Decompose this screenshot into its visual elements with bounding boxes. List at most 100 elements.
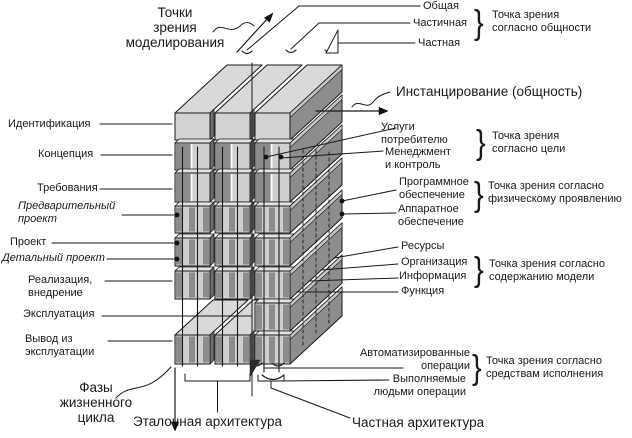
cube-face bbox=[269, 239, 275, 265]
modeling-views-axis-label: Точки зрения моделирования bbox=[125, 5, 225, 50]
cube-top-sliver bbox=[254, 266, 295, 272]
cube-face bbox=[216, 207, 222, 232]
genericity-generic-label: Общая bbox=[423, 0, 459, 12]
cube-face bbox=[216, 336, 222, 363]
cube-side-sliver bbox=[209, 201, 215, 234]
cube-face bbox=[243, 239, 249, 265]
cube-face bbox=[190, 144, 193, 169]
phase-implementation-label: Реализация, внедрение bbox=[28, 274, 93, 299]
diagram-line bbox=[241, 50, 253, 55]
diagram-line bbox=[290, 22, 411, 50]
cube-face bbox=[176, 144, 191, 169]
cube-face bbox=[203, 207, 209, 232]
customer-service-label: Услуги потребителю bbox=[381, 121, 448, 146]
cube-face bbox=[203, 239, 209, 265]
cube-side-sliver bbox=[209, 138, 215, 171]
cube-face bbox=[174, 112, 211, 141]
lifecycle-axis-label: Фазы жизненного цикла bbox=[59, 380, 133, 425]
genericity-partial-label: Частичная bbox=[413, 17, 468, 29]
cube-top-sliver bbox=[174, 266, 215, 272]
cube-face bbox=[256, 304, 262, 330]
cube-top-sliver bbox=[214, 201, 255, 207]
cube-top-sliver bbox=[254, 138, 295, 144]
cube-top-sliver bbox=[174, 168, 215, 174]
diagram-line bbox=[333, 246, 399, 259]
arrow-head bbox=[264, 12, 274, 23]
cube-face bbox=[203, 272, 209, 298]
purpose-brace: } bbox=[476, 124, 486, 163]
information-label: Информация bbox=[399, 270, 467, 282]
cube-face bbox=[269, 336, 275, 363]
flag-triangle bbox=[325, 29, 339, 54]
diagram-line bbox=[261, 374, 285, 381]
instantiation-axis-label: Инстанцирование (общность) bbox=[396, 84, 583, 99]
cube-face bbox=[243, 336, 249, 363]
cube-face bbox=[254, 112, 291, 141]
cube-face bbox=[176, 336, 182, 363]
diagram-line bbox=[184, 373, 251, 382]
diagram-line bbox=[270, 387, 351, 419]
diagram-line bbox=[320, 263, 399, 271]
phase-detailed-design-label: Детальный проект bbox=[2, 252, 105, 264]
phase-design-label: Проект bbox=[10, 236, 47, 248]
cube-face bbox=[216, 272, 222, 298]
phase-requirements-label: Требования bbox=[37, 182, 98, 194]
execution-brace: } bbox=[472, 349, 482, 388]
cube-face bbox=[269, 207, 275, 232]
cube-face bbox=[214, 112, 251, 141]
cube-face bbox=[283, 239, 289, 265]
cube-face bbox=[269, 304, 275, 330]
connector-dot bbox=[278, 154, 284, 160]
cube-face bbox=[270, 174, 273, 201]
cube-face bbox=[256, 144, 271, 169]
cube-face bbox=[243, 207, 249, 232]
diagram-line bbox=[308, 277, 399, 282]
cube-top-sliver bbox=[254, 201, 295, 207]
phase-concept-label: Концепция bbox=[38, 148, 94, 160]
cube-face bbox=[256, 207, 262, 232]
physical-brace: } bbox=[474, 176, 484, 215]
genericity-particular-label: Частная bbox=[418, 37, 461, 49]
cube-face bbox=[176, 174, 191, 201]
cube-face bbox=[190, 174, 193, 201]
particular-architecture-label: Частная архитектура bbox=[352, 415, 485, 430]
cube-face bbox=[283, 304, 289, 330]
diagram-line bbox=[115, 366, 172, 399]
cube-face bbox=[283, 272, 289, 298]
cube-top-sliver bbox=[174, 201, 215, 207]
cube-face bbox=[256, 336, 262, 363]
cube-face bbox=[203, 336, 209, 363]
purpose-note: Точка зрения согласно цели bbox=[492, 130, 566, 155]
diagram-line bbox=[212, 22, 255, 33]
connector-dot bbox=[339, 211, 345, 217]
diagram-line bbox=[265, 127, 397, 158]
cube-face bbox=[230, 174, 233, 201]
cube-face bbox=[256, 272, 262, 298]
cube-top-sliver bbox=[254, 330, 295, 336]
physical-note: Точка зрения согласно физическому проявл… bbox=[488, 180, 622, 205]
reference-architecture-label: Эталонная архитектура bbox=[133, 414, 282, 429]
cube-face bbox=[189, 207, 195, 232]
cube-side-sliver bbox=[209, 233, 215, 267]
cube-face bbox=[270, 144, 273, 169]
cube-top-sliver bbox=[254, 233, 295, 239]
cube-face bbox=[229, 239, 235, 265]
cube-side-sliver bbox=[209, 108, 215, 141]
corner-triangle bbox=[249, 359, 261, 378]
arrow-head bbox=[378, 106, 389, 116]
execution-note: Точка зрения согласно средствам исполнен… bbox=[486, 355, 604, 380]
cube-top-sliver bbox=[254, 168, 295, 174]
cube-face bbox=[176, 207, 182, 232]
diagram-line bbox=[341, 212, 397, 215]
management-control-label: Менеджмент и контроль bbox=[385, 146, 451, 171]
function-label: Функция bbox=[401, 285, 445, 297]
cube-face bbox=[189, 272, 195, 298]
diagram-line bbox=[285, 49, 297, 54]
connector-dot bbox=[174, 212, 180, 218]
cube-top-sliver bbox=[174, 138, 215, 144]
cube-top-sliver bbox=[214, 266, 255, 272]
cube-face bbox=[189, 239, 195, 265]
human-operations-label: Выполняемые людьми операции bbox=[373, 373, 466, 398]
diagram-line bbox=[280, 150, 384, 159]
